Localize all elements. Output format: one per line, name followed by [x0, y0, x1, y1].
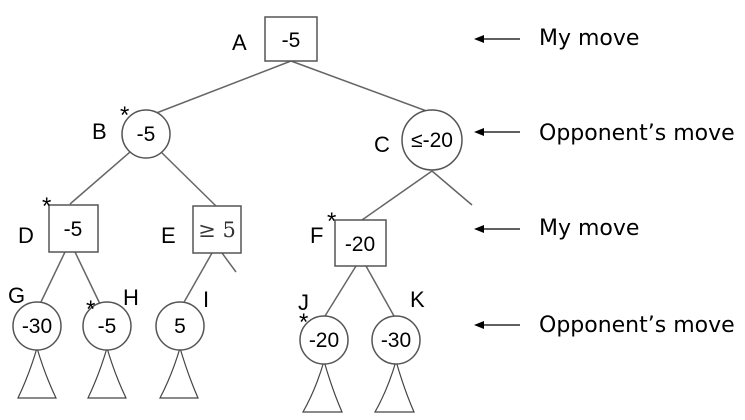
subtree-triangles [17, 347, 415, 413]
node-d-label: D [18, 223, 34, 248]
node-j-label: J [298, 290, 309, 315]
subtree-triangle-j [301, 360, 343, 413]
node-d-value: -5 [64, 218, 83, 241]
node-g-value: -30 [22, 315, 52, 338]
edge-c-f [361, 170, 433, 221]
edge-e-pruned [221, 252, 237, 273]
edge-e-i [182, 252, 213, 305]
node-j-circle [299, 315, 349, 365]
node-i-value: 5 [174, 315, 186, 338]
node-i-circle [155, 301, 205, 351]
node-k-circle [371, 315, 421, 365]
node-h-circle [82, 301, 132, 351]
node-h-value: -5 [98, 315, 117, 338]
edge-a-c [290, 60, 433, 114]
node-d-box [48, 204, 99, 253]
node-a-value: -5 [282, 29, 301, 52]
node-a-box [264, 16, 318, 62]
node-e-label: E [161, 223, 176, 248]
level-label-2: Opponent’s move [539, 121, 735, 146]
level-label-3: My move [539, 216, 639, 241]
node-d-star: * [42, 193, 51, 220]
edge-d-h [74, 251, 101, 305]
node-f-star: * [327, 208, 336, 235]
node-i-label: I [203, 287, 209, 312]
node-k-label: K [410, 287, 425, 312]
subtree-triangle-g [17, 347, 57, 399]
subtree-triangle-i [159, 347, 199, 399]
node-c-value: ≤-20 [411, 129, 453, 152]
subtree-triangle-h [87, 347, 127, 399]
tree-edges [39, 60, 473, 317]
level-label-4: Opponent’s move [539, 313, 735, 338]
node-b-label: B [92, 119, 107, 144]
node-h-label: H [123, 285, 139, 310]
node-e-box [192, 205, 242, 254]
node-h-star: * [86, 296, 95, 323]
edge-d-g [39, 251, 66, 305]
arrow-row-2 [474, 128, 520, 136]
node-g-label: G [8, 283, 25, 308]
node-f-box [334, 219, 387, 267]
node-j-value: -20 [309, 329, 339, 352]
node-f-value: -20 [345, 233, 375, 256]
node-c-circle [401, 109, 463, 171]
node-c-label: C [374, 132, 390, 157]
node-a-label: A [232, 30, 247, 55]
arrow-row-4 [474, 321, 520, 329]
level-legend: My move Opponent’s move My move Opponent… [474, 26, 735, 338]
node-f-label: F [310, 223, 323, 248]
node-e-value: ≥ 5 [198, 218, 236, 242]
edge-a-b [145, 60, 292, 118]
node-b-value: -5 [137, 123, 156, 146]
level-label-1: My move [539, 26, 639, 51]
edge-f-k [365, 265, 395, 317]
node-g-circle [12, 301, 62, 351]
node-j-star: * [299, 309, 308, 336]
arrow-row-1 [474, 35, 520, 43]
edge-b-e [159, 150, 217, 207]
edge-c-pruned [431, 170, 473, 206]
node-b-star: * [120, 102, 129, 129]
arrow-row-3 [474, 225, 520, 233]
node-b-circle [121, 109, 171, 159]
subtree-triangle-k [373, 360, 415, 413]
edge-f-j [324, 265, 357, 317]
edge-b-d [69, 151, 131, 205]
node-k-value: -30 [381, 329, 411, 352]
